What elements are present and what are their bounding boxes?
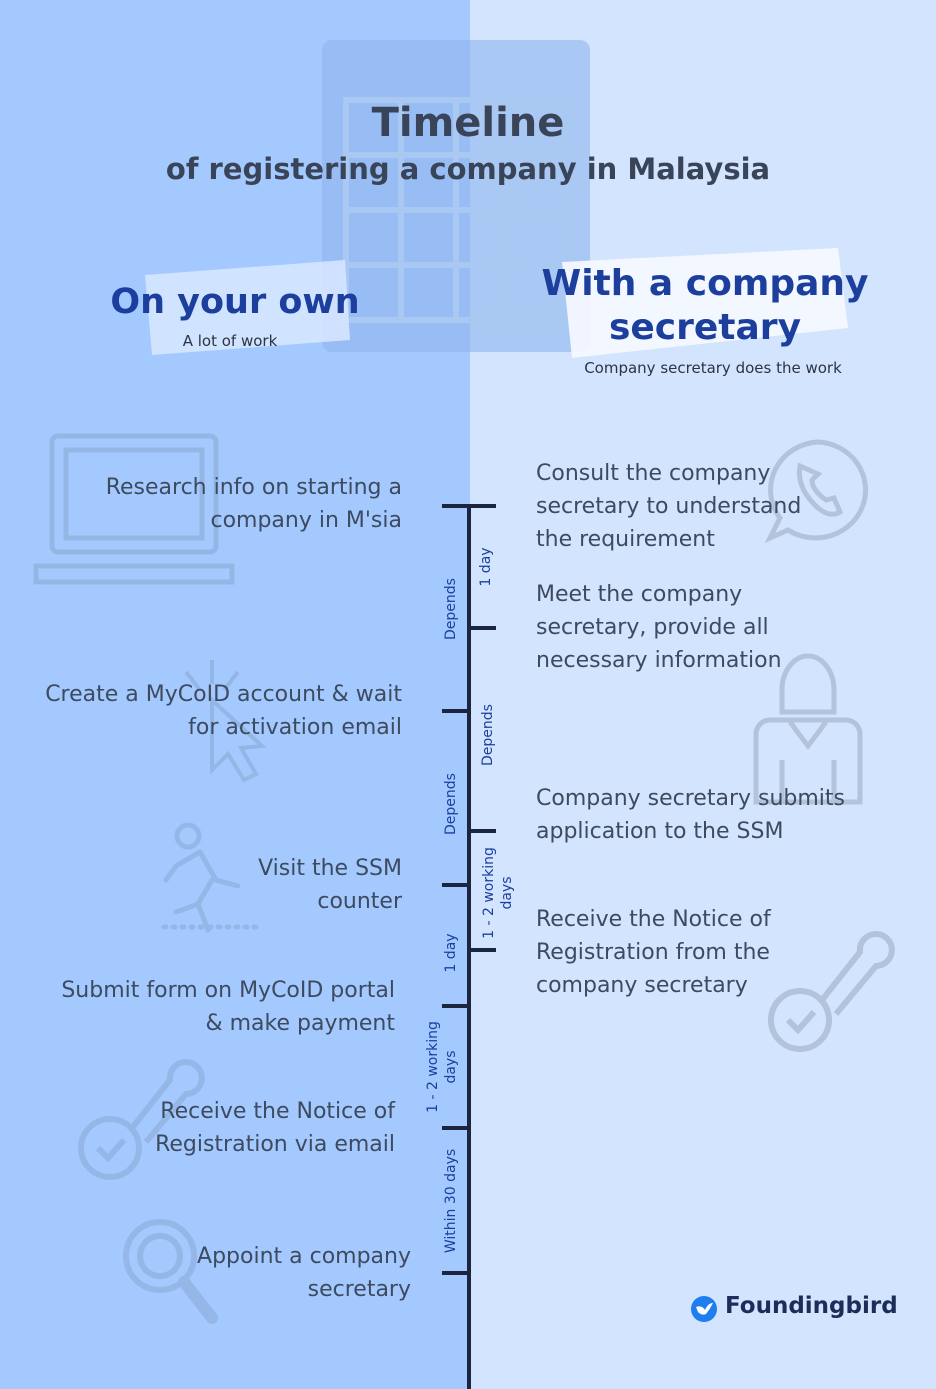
- left-step-mycoid-account: Create a MyCoID account & wait for activ…: [45, 682, 402, 740]
- secretary-icon: [753, 653, 863, 805]
- left-step-ssm-counter: Visit the SSM counter: [258, 856, 402, 914]
- bird-icon: [691, 1296, 717, 1322]
- cursor-icon: [184, 660, 267, 783]
- phone-chat-icon: [764, 439, 869, 544]
- right-heading: With a company secretary: [541, 263, 869, 348]
- right-duration-3: 1 - 2 working days: [481, 847, 515, 939]
- left-step-receive-notice: Receive the Notice of Registration via e…: [155, 1099, 395, 1157]
- page-subtitle: of registering a company in Malaysia: [165, 152, 771, 186]
- running-person-icon: [161, 822, 265, 933]
- left-duration-1: Depends: [443, 578, 459, 640]
- left-step-appoint-secretary: Appoint a company secretary: [197, 1244, 411, 1302]
- stamp-icon: [78, 1059, 205, 1180]
- brand-name: Foundingbird: [725, 1293, 898, 1319]
- right-step-submit: Company secretary submits application to…: [536, 786, 846, 844]
- laptop-icon: [33, 433, 235, 585]
- brand-logo: Foundingbird: [690, 1293, 898, 1325]
- magnifier-icon: [123, 1219, 218, 1324]
- timeline-ticks-left: [442, 504, 469, 1275]
- heading-highlight-left: [145, 260, 350, 355]
- left-duration-2: Depends: [443, 773, 459, 835]
- timeline-ticks-right: [469, 504, 496, 952]
- right-duration-1: 1 day: [478, 547, 494, 587]
- calendar-icon: [322, 40, 590, 352]
- right-tagline: Company secretary does the work: [584, 359, 842, 377]
- stamp-icon-right: [768, 931, 895, 1052]
- left-duration-3: 1 day: [443, 933, 459, 973]
- heading-highlight-right: [562, 248, 848, 358]
- page-title: Timeline: [371, 100, 565, 146]
- right-duration-2: Depends: [480, 704, 496, 766]
- right-step-meet: Meet the company secretary, provide all …: [536, 582, 782, 673]
- right-step-receive-notice: Receive the Notice of Registration from …: [536, 907, 771, 998]
- left-step-submit-form: Submit form on MyCoID portal & make paym…: [61, 978, 395, 1036]
- right-step-consult: Consult the company secretary to underst…: [536, 461, 802, 552]
- left-heading: On your own: [110, 282, 360, 322]
- left-tagline: A lot of work: [182, 332, 278, 350]
- left-duration-4: 1 - 2 working days: [425, 1021, 459, 1113]
- left-step-research: Research info on starting a company in M…: [105, 475, 402, 533]
- left-duration-5: Within 30 days: [443, 1148, 459, 1254]
